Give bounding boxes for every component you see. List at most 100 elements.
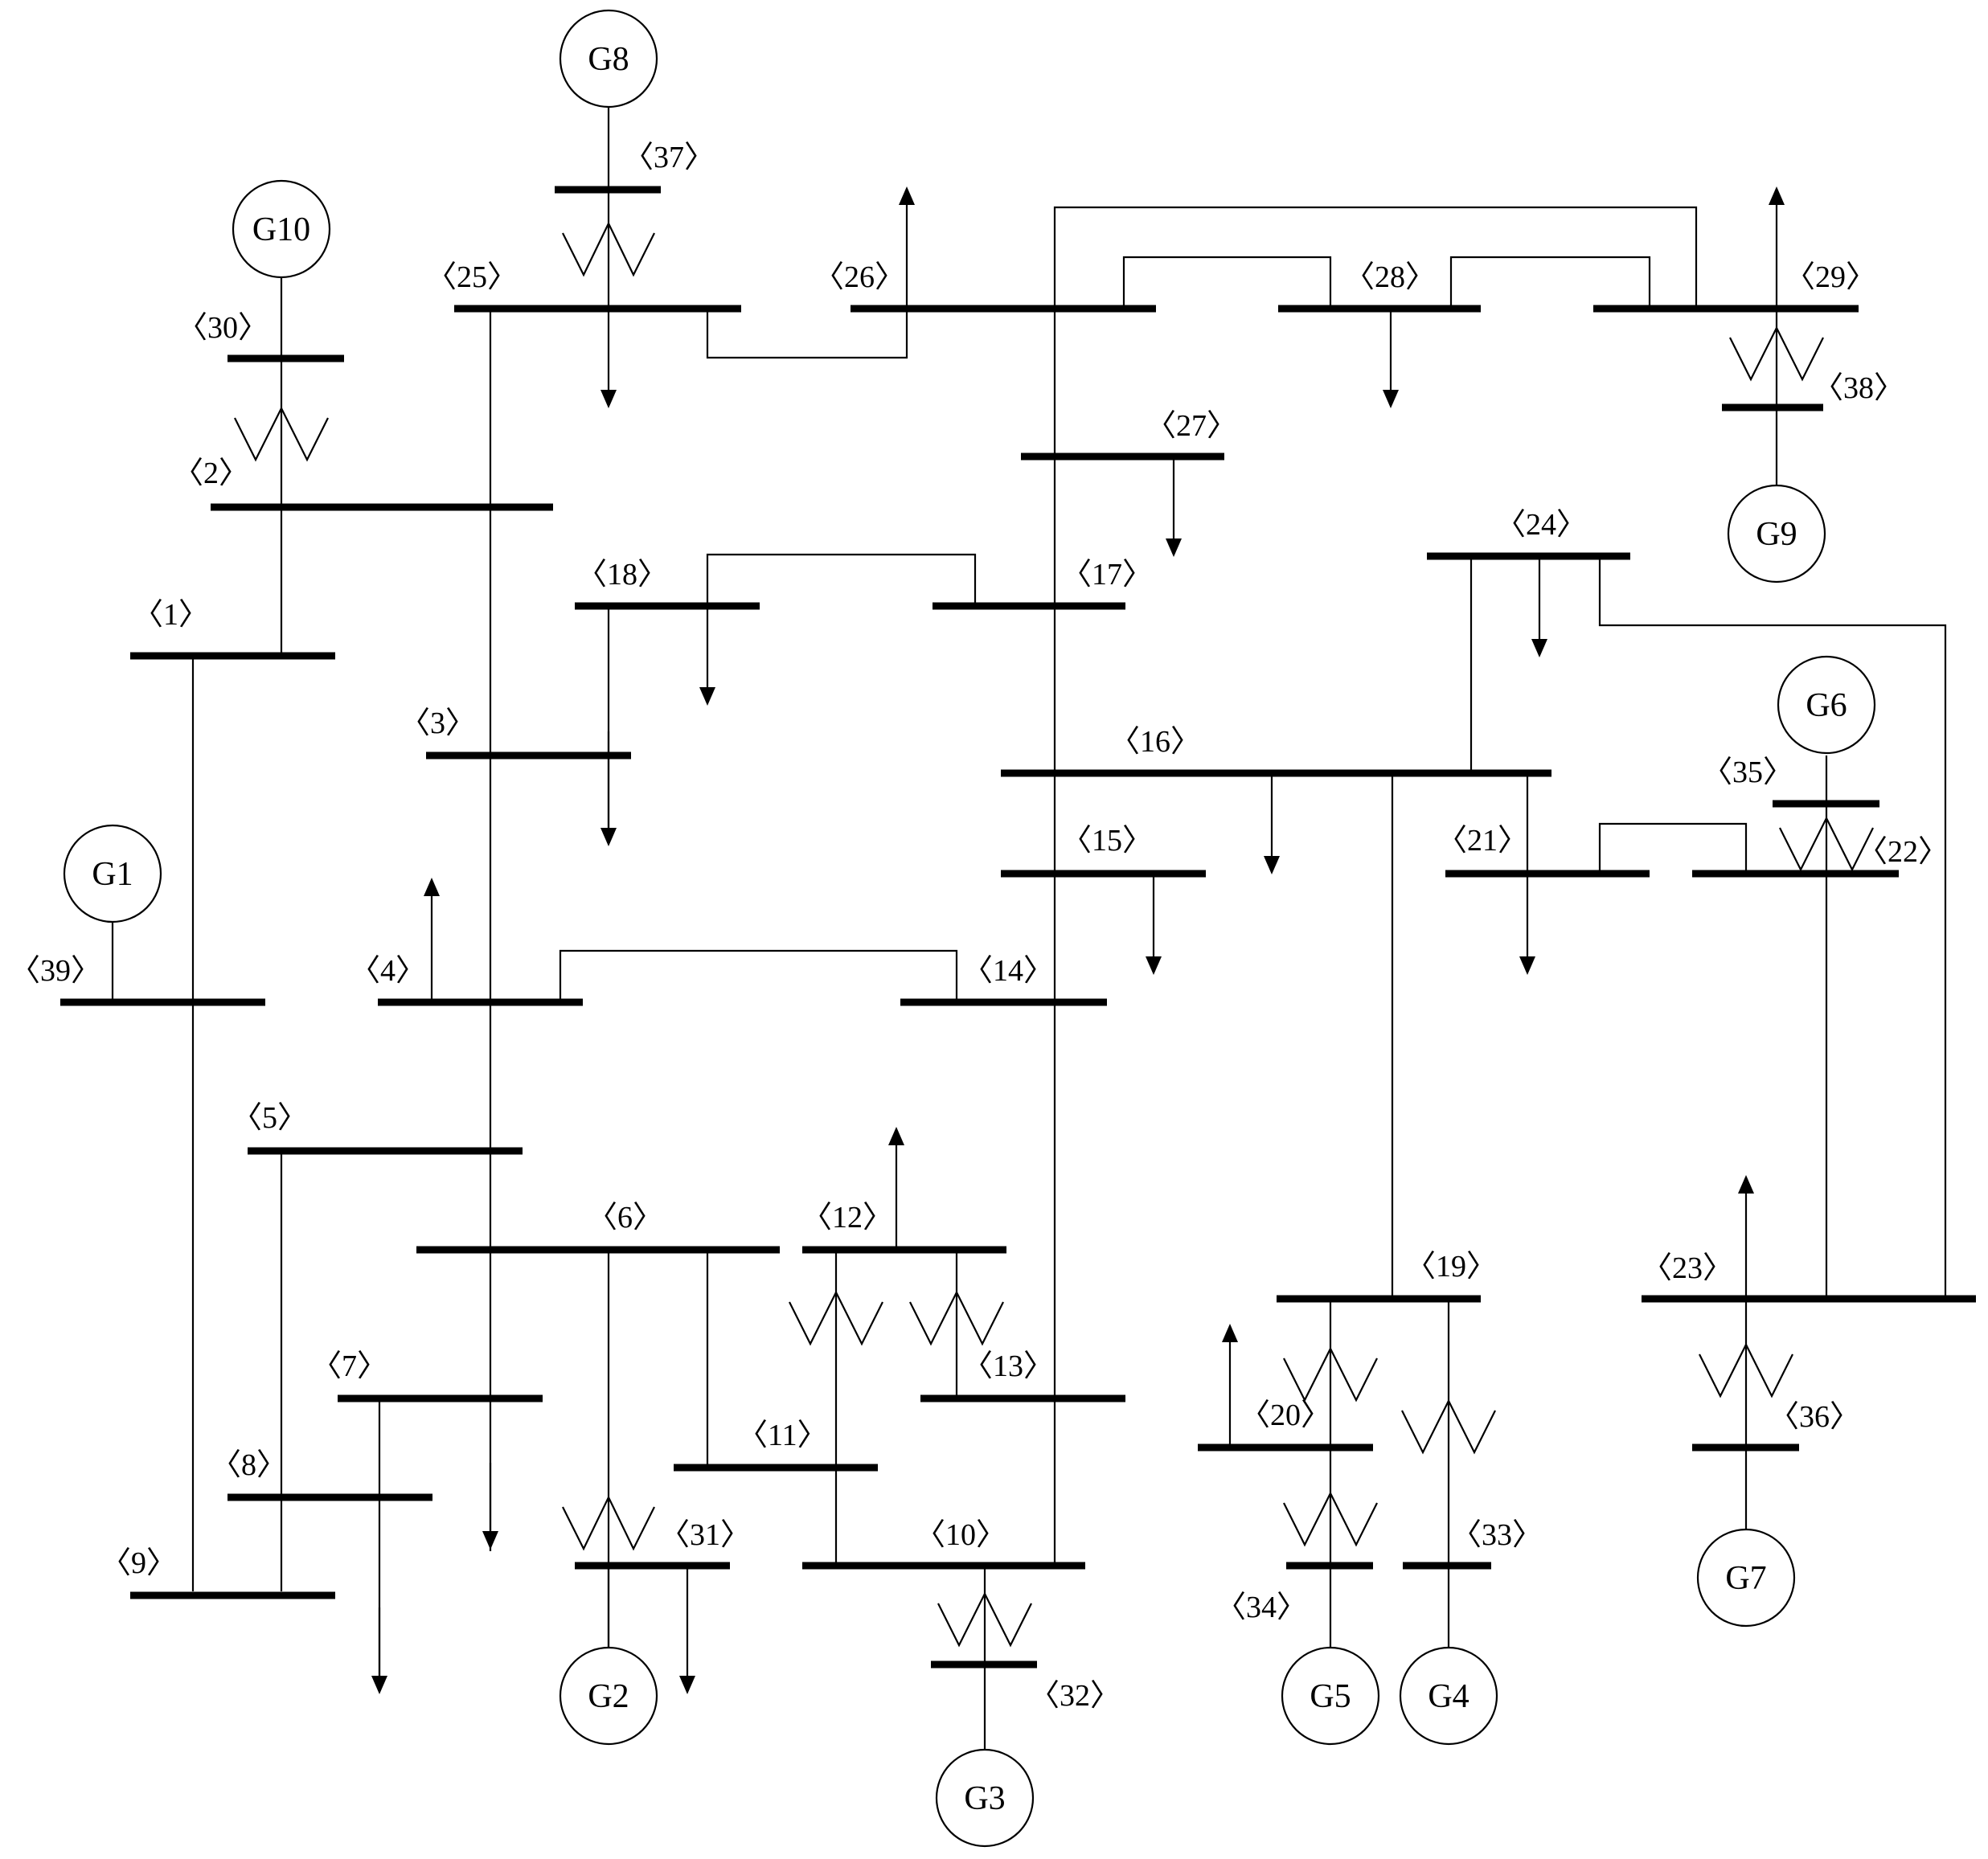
bus-label-12: 〈12〉 — [801, 1201, 893, 1235]
transformer-icon — [909, 1290, 1004, 1346]
bus-label-19: 〈19〉 — [1405, 1250, 1497, 1284]
generator-g5: G5 — [1281, 1646, 1380, 1746]
load-arrow-up-icon — [424, 878, 440, 1001]
bus-bars — [60, 186, 1976, 1669]
bus-label-3: 〈3〉 — [400, 706, 476, 740]
line-28-29 — [1449, 256, 1651, 305]
svg-text:G5: G5 — [1310, 1678, 1351, 1715]
svg-text:G1: G1 — [92, 856, 133, 893]
line-17-18 — [706, 553, 977, 604]
transformer-icon — [1283, 1491, 1378, 1547]
generator-g3: G3 — [935, 1748, 1035, 1848]
bus-label-30: 〈30〉 — [177, 311, 268, 345]
load-arrow-up-icon — [899, 186, 915, 305]
load-arrow-down-icon — [600, 305, 617, 408]
generator-g9: G9 — [1727, 484, 1826, 583]
line-4-14 — [559, 949, 958, 1001]
load-arrow-up-icon — [1738, 1175, 1754, 1299]
bus-label-37: 〈37〉 — [623, 141, 715, 174]
bus-label-35: 〈35〉 — [1702, 755, 1793, 789]
generator-g8: G8 — [559, 9, 658, 109]
bus-label-1: 〈1〉 — [133, 598, 209, 632]
load-arrow-down-icon — [1531, 555, 1547, 657]
load-arrow-down-icon — [1519, 872, 1535, 975]
bus-label-39: 〈39〉 — [10, 954, 101, 988]
generator-g6: G6 — [1777, 655, 1876, 755]
bus-labels: 〈1〉 〈2〉 〈3〉 〈4〉 〈5〉 〈6〉 〈7〉 〈8〉 〈9〉 〈10〉… — [10, 141, 1949, 1713]
svg-text:G7: G7 — [1725, 1560, 1766, 1597]
load-arrow-down-icon — [1146, 872, 1162, 975]
bus-label-33: 〈33〉 — [1451, 1518, 1543, 1552]
bus-label-31: 〈31〉 — [659, 1518, 751, 1552]
svg-text:G4: G4 — [1428, 1678, 1469, 1715]
line-13-14-15-16-17-26 — [1053, 206, 1698, 1565]
load-arrow-down-icon — [1264, 772, 1280, 874]
load-arrow-down-icon — [1383, 305, 1399, 408]
bus-label-22: 〈22〉 — [1857, 835, 1949, 869]
bus-label-32: 〈32〉 — [1029, 1679, 1121, 1713]
transformer-icon — [1401, 1398, 1496, 1455]
transformer-icon — [1699, 1342, 1793, 1398]
load-arrow-up-icon — [1222, 1324, 1238, 1447]
loads — [371, 186, 1785, 1694]
bus-label-21: 〈21〉 — [1437, 824, 1528, 858]
svg-text:G8: G8 — [588, 41, 629, 78]
load-arrow-up-icon — [1769, 186, 1785, 305]
line-26-28 — [1122, 256, 1332, 305]
line-21-22 — [1598, 822, 1748, 872]
load-arrow-up-icon — [888, 1127, 904, 1250]
bus-label-13: 〈13〉 — [962, 1349, 1054, 1383]
bus-label-15: 〈15〉 — [1061, 824, 1153, 858]
load-arrow-down-icon — [482, 1463, 498, 1550]
transformer-icon — [562, 1495, 655, 1551]
svg-text:G2: G2 — [588, 1678, 629, 1715]
bus-label-28: 〈28〉 — [1344, 260, 1436, 294]
bus-label-5: 〈5〉 — [232, 1101, 308, 1135]
bus-label-24: 〈24〉 — [1495, 508, 1587, 542]
transformer-icon — [789, 1290, 883, 1346]
bus-label-36: 〈36〉 — [1769, 1400, 1860, 1434]
generator-g1: G1 — [63, 824, 162, 923]
bus-label-2: 〈2〉 — [173, 457, 249, 490]
bus-label-29: 〈29〉 — [1785, 260, 1876, 294]
load-arrow-down-icon — [600, 731, 617, 846]
bus-label-10: 〈10〉 — [915, 1518, 1006, 1552]
bus-label-27: 〈27〉 — [1146, 409, 1237, 443]
bus-label-38: 〈38〉 — [1813, 371, 1904, 405]
bus-label-34: 〈34〉 — [1215, 1591, 1307, 1624]
transmission-lines — [191, 206, 1947, 1688]
bus-label-11: 〈11〉 — [737, 1419, 828, 1452]
bus-label-4: 〈4〉 — [350, 954, 426, 988]
generator-g7: G7 — [1696, 1528, 1796, 1628]
bus-label-7: 〈7〉 — [311, 1349, 387, 1383]
generator-g10: G10 — [232, 179, 331, 279]
svg-text:G9: G9 — [1756, 516, 1797, 553]
bus-label-6: 〈6〉 — [587, 1201, 663, 1235]
bus-label-18: 〈18〉 — [576, 558, 668, 592]
bus-label-20: 〈20〉 — [1240, 1398, 1331, 1432]
generator-g4: G4 — [1399, 1646, 1498, 1746]
transformer-icon — [937, 1591, 1032, 1648]
bus-label-9: 〈9〉 — [100, 1546, 177, 1580]
load-arrow-down-icon — [699, 604, 715, 706]
bus-label-8: 〈8〉 — [211, 1448, 287, 1482]
svg-text:G6: G6 — [1806, 687, 1847, 724]
bus-label-16: 〈16〉 — [1109, 725, 1201, 759]
load-arrow-down-icon — [371, 1607, 387, 1694]
bus-label-17: 〈17〉 — [1061, 558, 1153, 592]
bus-label-23: 〈23〉 — [1642, 1251, 1733, 1285]
svg-text:G3: G3 — [964, 1780, 1005, 1817]
line-25-26 — [706, 305, 908, 359]
svg-text:G10: G10 — [252, 211, 310, 248]
generator-g2: G2 — [559, 1646, 658, 1746]
load-arrow-down-icon — [1166, 457, 1182, 557]
load-arrow-down-icon — [679, 1565, 695, 1694]
generators: G8 G10 G9 G6 G1 G2 G3 G5 G4 G7 — [63, 9, 1876, 1848]
bus-label-26: 〈26〉 — [814, 260, 905, 294]
line-24-23 — [1598, 555, 1947, 1299]
transformer-icon — [1283, 1346, 1378, 1402]
bus-label-14: 〈14〉 — [962, 954, 1054, 988]
bus-label-25: 〈25〉 — [426, 260, 518, 294]
transformer-icon — [1729, 326, 1824, 382]
